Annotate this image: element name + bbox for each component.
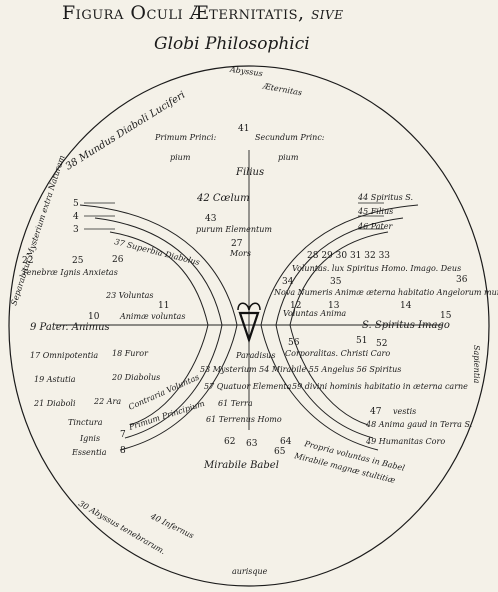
label-64: 64 [280,437,292,447]
label-filius-45: 45 Filius [357,207,393,216]
label-47: 47 [370,407,382,417]
label-infernus: 40 Infernus [148,511,195,540]
label-41: 41 [238,124,249,134]
label-4: 4 [73,212,79,222]
label-7: 7 [120,430,126,440]
label-tenebrae: Tenebræ Ignis Anxietas [22,268,118,277]
title-main: Figura Oculi Æternitatis, [62,2,305,24]
label-13: 13 [328,301,340,311]
label-43: 43 [205,214,217,224]
label-anima-gaud: 48 Anima gaud in Terra S. [365,420,472,429]
label-spiritus-imago: S. Spiritus Imago [362,320,450,331]
label-voluntas-23: 23 Voluntas [105,291,154,300]
label-mundus-diaboli: 38 Mundus Diaboli Luciferi [64,90,188,173]
label-coelum: 42 Cœlum [196,193,250,204]
label-sapientia: Sapientia [472,345,481,384]
label-mirabile-babel: Mirabile Babel [203,460,279,471]
label-separabitur: Separabitur Mysterium extra Naturam [9,154,66,307]
label-humanitas: 49 Humanitas Coro [365,437,445,446]
label-furor: 18 Furor [112,349,149,358]
label-secundum-princ: Secundum Princ: [255,133,325,142]
label-nova-numeris: Nova Numeris Animæ æterna habitatio Ange… [273,288,498,297]
label-51: 51 [356,336,367,346]
label-voluntas-anima: Voluntas Anima [283,309,346,318]
label-essentia: Essentia [71,448,107,457]
diagram-subtitle: Globi Philosophici [154,34,310,54]
label-3: 3 [73,225,79,235]
label-bottom: aurisque [232,567,268,576]
label-tinctura: Tinctura [68,418,103,427]
title-sive: sive [311,4,344,24]
label-terrenus-homo: 61 Terrenus Homo [206,415,282,424]
label-52: 52 [376,339,387,349]
label-ara: 22 Ara [93,397,121,406]
label-astutia: 19 Astutia [34,375,76,384]
label-aeternitas: Æternitas [261,81,303,97]
label-11: 11 [158,301,169,311]
label-25: 25 [72,256,84,266]
label-spiritus-s: 44 Spiritus S. [357,193,413,202]
label-abyssus-bottom: 30 Abyssus tenebrarum. [77,499,167,556]
label-vestis: vestis [393,407,416,416]
label-diabolus: 20 Diabolus [111,373,160,382]
label-diaboli: 21 Diaboli [33,399,76,408]
label-ignis: Ignis [79,434,100,443]
label-27: 27 [231,239,243,249]
label-animae-voluntas: Animæ voluntas [119,312,185,321]
label-65: 65 [274,447,286,457]
label-pium-right: pium [278,153,299,162]
label-63: 63 [246,439,258,449]
label-corporalitas: Corporalitas. Christi Caro [285,349,390,358]
label-10: 10 [88,312,100,322]
label-pium-left: pium [170,153,191,162]
label-quatuor-elementa: 57 Quatuor Elementa [204,382,292,391]
label-5: 5 [73,199,79,209]
label-22: 22 [22,256,33,266]
label-filius-center: Filius [235,167,264,178]
label-62: 62 [224,437,235,447]
label-paradisus: Paradisus [235,351,275,360]
label-35: 35 [330,277,342,287]
label-omnipotentia: 17 Omnipotentia [30,351,98,360]
label-voluntas-lux: Voluntas. lux Spiritus Homo. Imago. Deus [292,264,461,273]
label-pater-46: 46 Pater [357,222,393,231]
outer-circle [8,65,490,587]
center-glyph [238,311,260,344]
label-15: 15 [440,311,452,321]
label-26: 26 [112,255,124,265]
label-mysterium-row: 53 Mysterium 54 Mirabile 55 Angelus 56 S… [200,365,401,374]
label-36: 36 [456,275,468,285]
label-34: 34 [282,277,294,287]
label-divini-hominis: 59 divini hominis habitatio in æterna ca… [292,382,468,391]
label-mors: Mors [229,249,251,258]
label-28-33: 28 29 30 31 32 33 [307,251,390,261]
label-terra: 61 Terra [218,399,253,408]
label-pater-animus: 9 Pater. Animus [30,322,110,333]
diagram-title: Figura Oculi Æternitatis, sive [62,2,343,24]
label-purum: purum Elementum [196,225,272,234]
label-56: 56 [288,338,300,348]
label-12: 12 [290,301,301,311]
label-8: 8 [120,446,126,456]
label-primum-princ: Primum Princi: [154,133,217,142]
label-14: 14 [400,301,412,311]
label-superbia: 37 Superbia Diabolus [114,237,201,267]
